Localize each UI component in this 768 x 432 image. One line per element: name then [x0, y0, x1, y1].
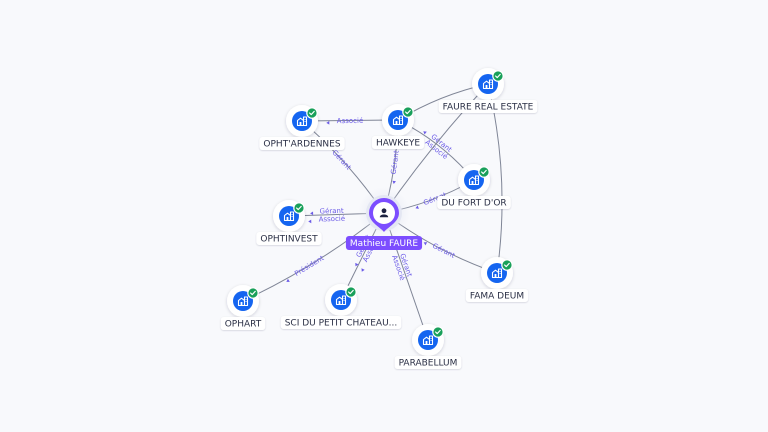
edge-label: Associé — [337, 117, 364, 125]
verified-check-icon — [293, 202, 305, 214]
company-icon — [422, 335, 434, 346]
verified-check-icon — [478, 166, 490, 178]
edge-label: Gérant — [319, 207, 344, 216]
edge-label-group: Gérant — [423, 242, 456, 260]
node-core — [464, 170, 484, 190]
company-label-text: DU FORT D'OR — [441, 199, 506, 209]
node-core — [292, 111, 312, 131]
company-label-text: PARABELLUM — [399, 359, 458, 369]
company-label: PARABELLUM — [394, 356, 462, 369]
node-core — [418, 330, 438, 350]
company-node-parabellum[interactable]: PARABELLUM — [394, 324, 462, 369]
edge-label: Gérant — [431, 242, 456, 260]
company-label: OPHTINVEST — [256, 232, 322, 245]
person-icon — [379, 208, 389, 218]
company-node-ophtardennes[interactable]: OPHT'ARDENNES — [259, 105, 345, 150]
company-node-ophart[interactable]: OPHART — [220, 285, 266, 330]
company-node-sci-du-petit-chateau[interactable]: SCI DU PETIT CHATEAU... — [280, 284, 402, 329]
edge-arrow-icon — [423, 131, 427, 135]
edge-label: Associé — [319, 215, 346, 224]
company-node-ophtinvest[interactable]: OPHTINVEST — [256, 200, 322, 245]
company-label-text: FAURE REAL ESTATE — [443, 103, 534, 113]
edge-arrow-icon — [415, 205, 419, 209]
edge-arrow-icon — [361, 268, 365, 272]
company-icon — [283, 211, 295, 222]
edge-label-group: Président — [286, 254, 326, 282]
edge-arrow-icon — [308, 219, 312, 224]
edge-arrow-icon — [392, 180, 396, 184]
company-node-faure-real-estate[interactable]: FAURE REAL ESTATE — [438, 68, 538, 113]
verified-check-icon — [501, 259, 513, 271]
company-label-text: OPHT'ARDENNES — [263, 140, 340, 150]
edge-label-group: Associé — [326, 117, 363, 125]
edge-label: Président — [293, 254, 325, 278]
verified-check-icon — [432, 326, 444, 338]
edge-label-group: Gérant — [390, 150, 401, 184]
company-label-text: HAWKEYE — [376, 139, 420, 149]
company-icon — [392, 115, 404, 126]
edge-label: Gérant — [390, 150, 401, 175]
edge-label: Gérant — [330, 149, 352, 172]
edge-arrow-icon — [423, 242, 428, 246]
nodes-layer: FAURE REAL ESTATE HAWKEYE OPHT'ARDENNES DU … — [220, 68, 538, 369]
node-core — [331, 290, 351, 310]
company-label-text: SCI DU PETIT CHATEAU... — [285, 319, 398, 329]
company-label-text: OPHART — [225, 320, 262, 330]
company-node-fama-deum[interactable]: FAMA DEUM — [465, 257, 529, 302]
company-icon — [335, 295, 347, 306]
company-label-text: OPHTINVEST — [260, 235, 318, 245]
node-core — [388, 110, 408, 130]
edge-arrow-icon — [355, 262, 359, 267]
verified-check-icon — [247, 287, 259, 299]
company-label: OPHT'ARDENNES — [259, 137, 345, 150]
verified-check-icon — [402, 106, 414, 118]
company-label: FAMA DEUM — [465, 289, 529, 302]
company-label: FAURE REAL ESTATE — [438, 100, 538, 113]
company-icon — [491, 268, 503, 279]
company-label: OPHART — [220, 317, 266, 330]
verified-check-icon — [345, 286, 357, 298]
verified-check-icon — [492, 70, 504, 82]
company-label-text: FAMA DEUM — [470, 292, 524, 302]
person-node-center[interactable]: Mathieu FAURE — [345, 187, 423, 250]
edge-arrow-icon — [286, 278, 290, 282]
verified-check-icon — [306, 107, 318, 119]
node-core — [478, 74, 498, 94]
company-icon — [296, 116, 308, 127]
person-label-text: Mathieu FAURE — [350, 239, 418, 249]
company-label: DU FORT D'OR — [437, 196, 511, 209]
company-label: HAWKEYE — [371, 136, 425, 149]
company-icon — [468, 175, 480, 186]
edge-arrow-icon — [326, 121, 330, 125]
edge-arrow-icon — [310, 211, 314, 216]
person-label: Mathieu FAURE — [345, 236, 423, 250]
company-node-du-fort-dor[interactable]: DU FORT D'OR — [437, 164, 511, 209]
node-core — [279, 206, 299, 226]
company-icon — [237, 296, 249, 307]
company-node-hawkeye[interactable]: HAWKEYE — [371, 104, 425, 149]
company-icon — [482, 79, 494, 90]
node-core — [487, 263, 507, 283]
company-label: SCI DU PETIT CHATEAU... — [280, 316, 402, 329]
node-core — [233, 291, 253, 311]
